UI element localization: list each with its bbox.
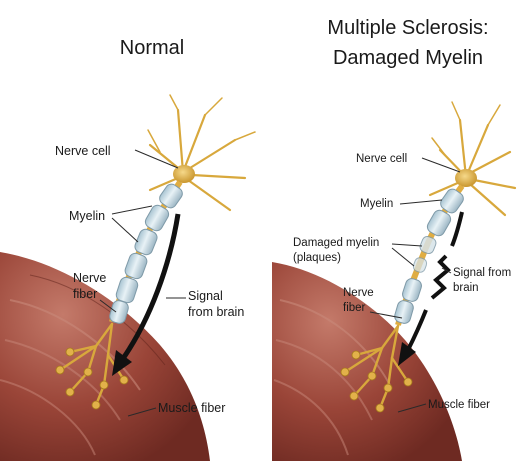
label-nerve-fiber-line2-normal: fiber (73, 287, 97, 301)
label-damaged-myelin-line1: Damaged myelin (293, 237, 379, 249)
label-nerve-cell-normal: Nerve cell (55, 144, 111, 158)
label-muscle-fiber-normal: Muscle fiber (158, 401, 225, 415)
label-nerve-fiber-line1-ms: Nerve (343, 287, 374, 299)
label-signal-line2-ms: brain (453, 282, 479, 294)
myelin-sheath-normal (108, 182, 184, 325)
panel-normal: Normal Nerve cell Myelin Nerve fiber Sig… (0, 37, 255, 461)
panel-ms: Multiple Sclerosis: Damaged Myelin Nerve… (272, 17, 515, 461)
label-nerve-cell-ms: Nerve cell (356, 153, 407, 165)
panel-title-ms-line1: Multiple Sclerosis: (327, 17, 488, 39)
label-damaged-myelin-line2: (plaques) (293, 252, 341, 264)
panel-title-ms-line2: Damaged Myelin (333, 47, 483, 69)
label-muscle-fiber-ms: Muscle fiber (428, 399, 490, 411)
label-myelin-normal: Myelin (69, 209, 105, 223)
label-signal-line1-normal: Signal (188, 289, 223, 303)
panel-title-normal: Normal (120, 37, 184, 59)
label-signal-line1-ms: Signal from (453, 267, 511, 279)
label-nerve-fiber-line1-normal: Nerve (73, 271, 106, 285)
label-signal-line2-normal: from brain (188, 305, 244, 319)
label-nerve-fiber-line2-ms: fiber (343, 302, 366, 314)
myelin-sheath-ms (393, 187, 465, 325)
label-myelin-ms: Myelin (360, 198, 393, 210)
